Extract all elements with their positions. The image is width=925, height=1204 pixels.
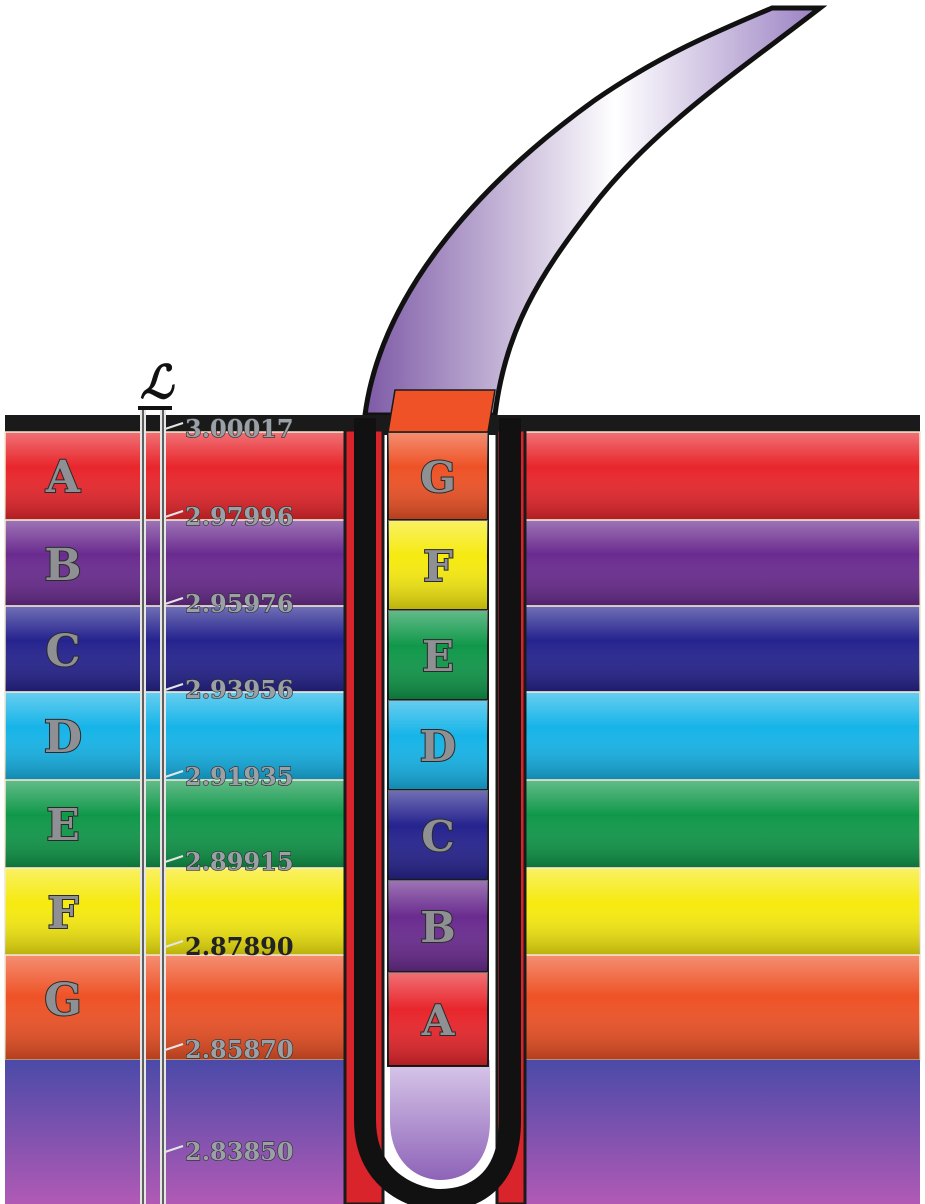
level-value-3: 2.93956 <box>185 675 294 704</box>
left-base-region <box>5 1060 345 1204</box>
well-label-f: F <box>423 542 453 591</box>
well-label-e: E <box>422 632 454 681</box>
level-value-0: 3.00017 <box>185 414 294 443</box>
level-value-5: 2.89915 <box>185 847 294 876</box>
right-band-shine <box>525 955 920 1060</box>
well-cap <box>388 390 495 432</box>
right-band-shine <box>525 868 920 955</box>
right-band-shine <box>525 606 920 692</box>
curved-tube <box>365 8 820 415</box>
well-label-b: B <box>420 903 456 952</box>
right-base-region <box>525 1060 920 1204</box>
level-values: 3.00017 2.97996 2.95976 2.93956 2.91935 2.899… <box>165 414 294 1166</box>
right-band-shine <box>525 692 920 780</box>
left-label-c: C <box>45 626 80 677</box>
left-label-g: G <box>44 975 82 1026</box>
well-label-g: G <box>420 453 456 502</box>
level-value-2: 2.95976 <box>185 589 294 618</box>
level-value-7: 2.85870 <box>185 1035 294 1064</box>
level-value-4: 2.91935 <box>185 762 294 791</box>
level-symbol: ℒ <box>140 355 175 409</box>
left-label-d: D <box>44 712 82 763</box>
left-label-e: E <box>46 800 80 851</box>
right-band-shine <box>525 520 920 606</box>
well-label-c: C <box>421 812 454 861</box>
well-label-a: A <box>421 996 456 1045</box>
right-band-shine <box>525 780 920 868</box>
level-value-8: 2.83850 <box>185 1137 294 1166</box>
right-bands <box>525 432 920 1204</box>
right-band-shine <box>525 432 920 520</box>
left-label-f: F <box>47 888 78 939</box>
well-bottom <box>390 1060 490 1180</box>
well-label-d: D <box>420 722 456 771</box>
level-value-6: 2.87890 <box>185 932 294 961</box>
left-label-b: B <box>44 540 81 591</box>
left-label-a: A <box>45 452 81 503</box>
level-value-1: 2.97996 <box>185 502 294 531</box>
